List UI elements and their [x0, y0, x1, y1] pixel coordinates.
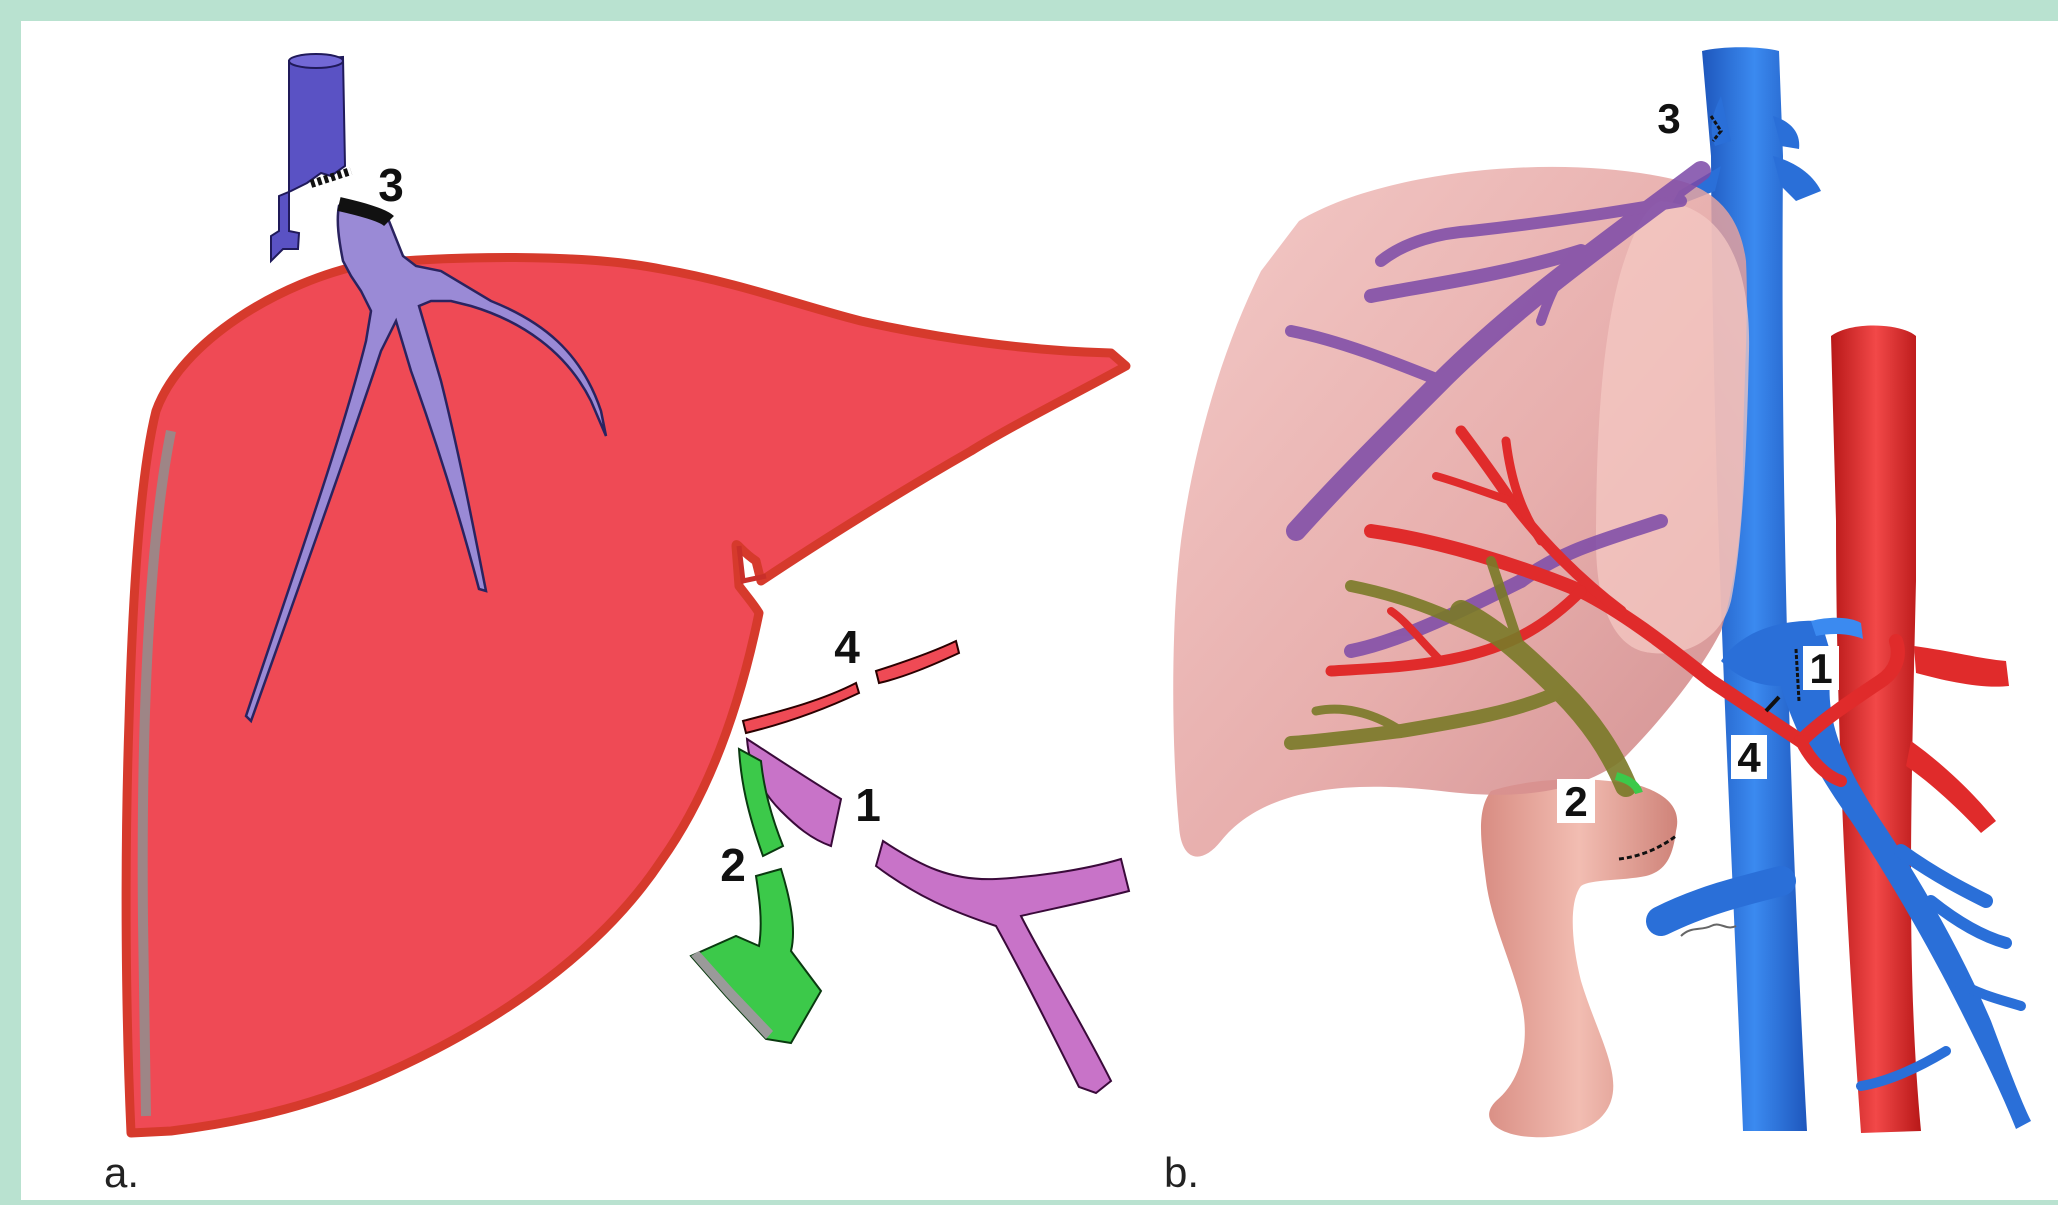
label-1-b: 1	[1809, 645, 1832, 692]
label-4-b: 4	[1737, 734, 1761, 781]
label-2-b: 2	[1564, 778, 1587, 825]
label-2-a: 2	[720, 839, 746, 891]
aorta-b	[1831, 325, 1921, 1133]
caption-a: a.	[104, 1149, 139, 1196]
hepatic-artery-a-free	[876, 641, 959, 683]
liver-a	[126, 257, 1126, 1133]
label-3-b: 3	[1657, 95, 1680, 142]
aorta-branch-right	[1914, 646, 2009, 687]
panel-a: 3 4 1 2 a.	[104, 54, 1129, 1196]
label-4-a: 4	[834, 621, 860, 673]
figure-panel: 3 4 1 2 a.	[21, 21, 2058, 1200]
label-3-a: 3	[378, 159, 404, 211]
ivc-a-top-opening	[289, 54, 343, 68]
artist-signature	[1681, 925, 1736, 936]
anatomy-figure: 3 4 1 2 a.	[21, 21, 2058, 1200]
ivc-a-upper	[271, 57, 345, 261]
panel-b: 1 4 2 3 b.	[1164, 47, 2031, 1196]
hepatic-artery-a-stump	[743, 683, 859, 733]
aorta-branch-lower	[1906, 741, 1996, 833]
duodenum-b	[1481, 779, 1677, 1137]
portal-vein-a-free	[876, 841, 1129, 1093]
label-1-a: 1	[855, 779, 881, 831]
caption-b: b.	[1164, 1149, 1199, 1196]
